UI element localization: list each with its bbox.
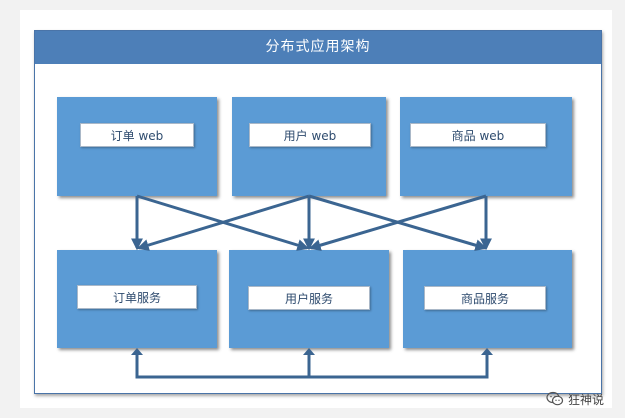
service-box-user: 用户服务 (229, 250, 389, 348)
service-label-order: 订单服务 (77, 285, 197, 309)
watermark: 狂神说 (546, 389, 604, 409)
diagram-title: 分布式应用架构 (35, 31, 601, 64)
web-label-user: 用户 web (249, 123, 371, 147)
service-label-product: 商品服务 (424, 286, 546, 310)
wechat-icon (546, 391, 564, 406)
service-box-order: 订单服务 (57, 250, 217, 348)
service-label-user: 用户服务 (248, 286, 370, 310)
watermark-text: 狂神说 (568, 392, 605, 407)
web-box-product: 商品 web (400, 97, 572, 196)
web-label-product: 商品 web (410, 123, 546, 147)
web-label-order: 订单 web (80, 123, 194, 147)
web-box-user: 用户 web (232, 97, 386, 196)
web-box-order: 订单 web (57, 97, 217, 196)
service-box-product: 商品服务 (403, 250, 572, 348)
